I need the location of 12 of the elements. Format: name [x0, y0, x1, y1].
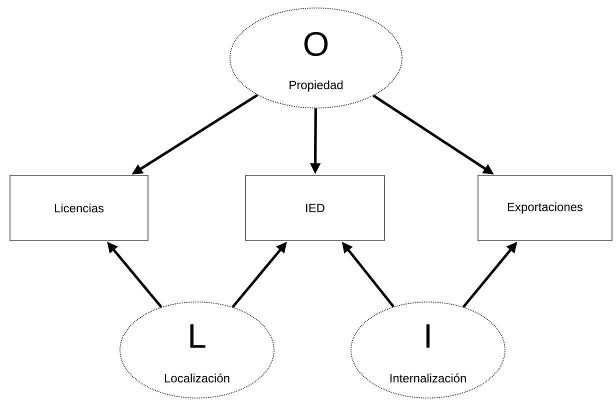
letter: O: [304, 32, 328, 56]
ellipse-caption: Internalización: [390, 374, 466, 382]
dotted-ellipse: [120, 302, 274, 398]
process-box: Exportaciones: [478, 175, 612, 241]
letter: I: [426, 324, 430, 348]
process-box: IED: [245, 175, 385, 241]
process-box: Licencias: [10, 175, 148, 241]
dotted-ellipse: [350, 302, 506, 398]
ellipse-caption: Localización: [164, 374, 230, 382]
dotted-ellipse: [230, 8, 402, 108]
letter: L: [190, 324, 206, 348]
ellipse-caption: Propiedad: [290, 80, 343, 92]
